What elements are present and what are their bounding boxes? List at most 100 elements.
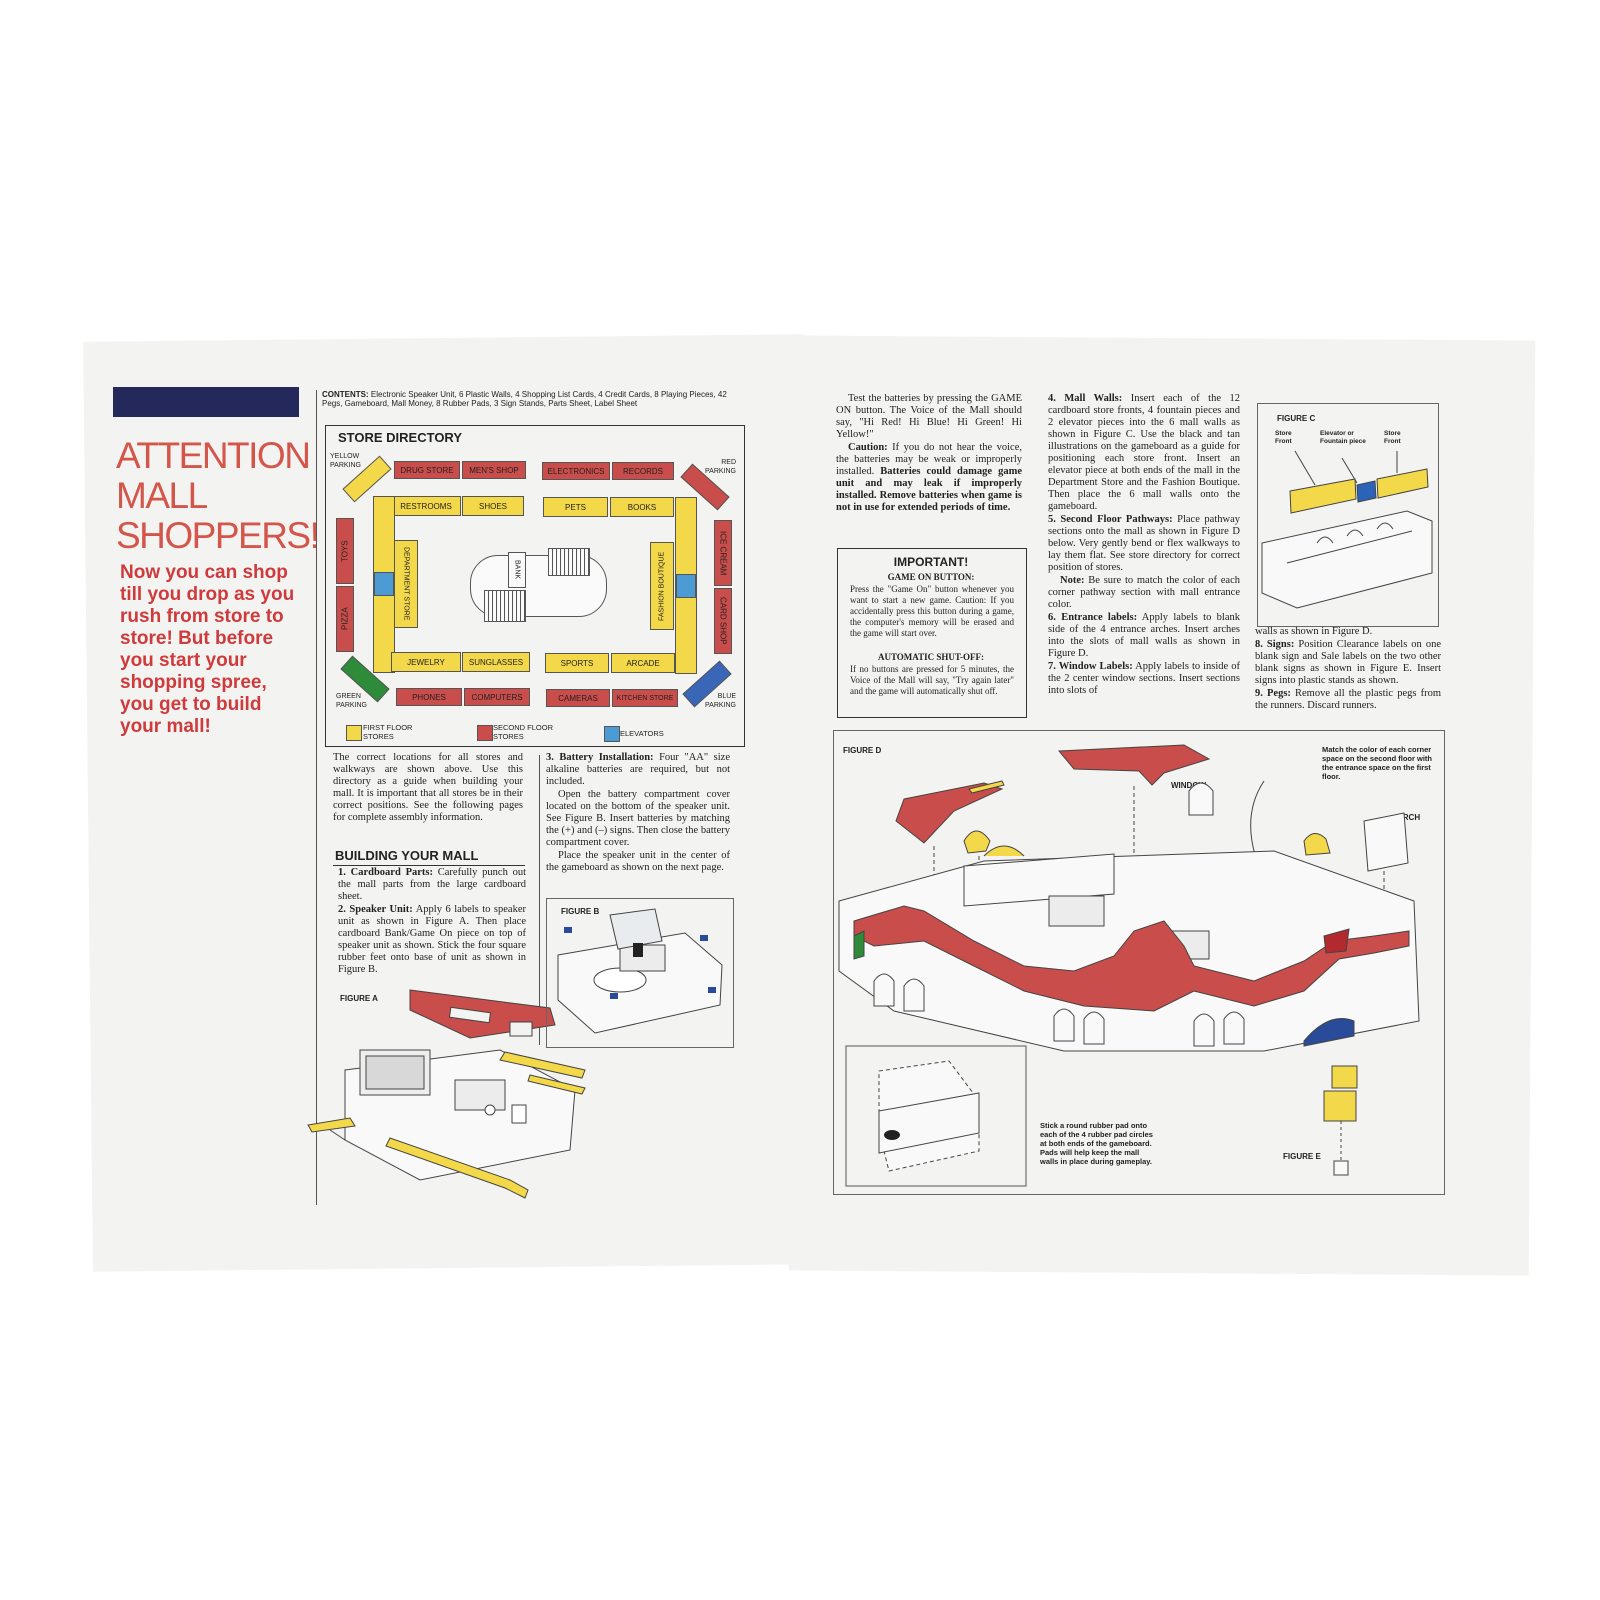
store-toys: TOYS: [336, 518, 354, 584]
step1-label: 1. Cardboard Parts:: [338, 867, 433, 878]
legend-elevators-swatch: [604, 726, 620, 742]
assembly-steps: 4. Mall Walls: Insert each of the 12 car…: [1048, 393, 1240, 698]
step8-label: 8. Signs:: [1255, 639, 1295, 650]
legend-first-swatch: [346, 725, 362, 741]
legend-elevators-label: ELEVATORS: [620, 729, 664, 738]
caution-label: Caution:: [848, 442, 888, 453]
store-records: RECORDS: [612, 462, 674, 480]
store-pizza: PIZZA: [336, 586, 354, 652]
step4-label: 4. Mall Walls:: [1048, 393, 1123, 404]
store-restrooms: RESTROOMS: [391, 496, 461, 516]
elevator-right: [676, 574, 696, 598]
walls-continued: walls as shown in Figure D.: [1255, 626, 1373, 637]
step3c-text: Place the speaker unit in the center of …: [546, 850, 730, 873]
step3b-text: Open the battery compartment cover locat…: [546, 789, 730, 848]
pad-note: Stick a round rubber pad onto each of th…: [1040, 1121, 1153, 1166]
battery-test-text: Test the batteries by pressing the GAME …: [836, 393, 1022, 515]
figure-c-store-front-left: Store Front: [1275, 430, 1292, 445]
escalator-left: [484, 590, 526, 622]
shutoff-text: If no buttons are pressed for 5 minutes,…: [850, 664, 1014, 696]
arch-label: ARCH: [1397, 813, 1421, 822]
directory-intro: The correct locations for all stores and…: [333, 752, 523, 823]
step2-label: 2. Speaker Unit:: [338, 904, 413, 915]
figure-a-illustration: [307, 989, 586, 1199]
store-directory: [325, 425, 745, 747]
store-sunglasses: SUNGLASSES: [462, 652, 530, 672]
step6-label: 6. Entrance labels:: [1048, 612, 1138, 623]
escalator-right: [548, 548, 590, 576]
contents-label: CONTENTS:: [322, 390, 369, 399]
store-pets: PETS: [543, 497, 608, 517]
shutoff-head: AUTOMATIC SHUT-OFF:: [877, 652, 985, 662]
step5-text: Place pathway sections onto the mall as …: [1048, 514, 1241, 573]
column-divider-left: [316, 390, 317, 1205]
game-on-text: Press the "Game On" button whenever you …: [850, 584, 1014, 638]
building-steps: 1. Cardboard Parts: Carefully punch out …: [338, 867, 526, 977]
building-underline: [333, 865, 525, 866]
store-card-shop: CARD SHOP: [714, 588, 732, 654]
contents-list: Electronic Speaker Unit, 6 Plastic Walls…: [322, 390, 727, 408]
store-kitchen: KITCHEN STORE: [612, 689, 678, 707]
step6-text: Apply labels to blank side of the 4 entr…: [1048, 612, 1240, 659]
step4-text: Insert each of the 12 cardboard store fr…: [1048, 393, 1240, 512]
store-arcade: ARCADE: [611, 653, 675, 673]
store-ice-cream: ICE CREAM: [714, 520, 732, 586]
note-label: Note:: [1060, 575, 1085, 586]
page-subtitle: Now you can shop till you drop as you ru…: [120, 562, 295, 737]
figure-c-elevator: Elevator or Fountain piece: [1320, 430, 1366, 445]
battery-instructions: 3. Battery Installation: Four "AA" size …: [546, 752, 730, 875]
yellow-parking-label: YELLOW PARKING: [330, 453, 361, 469]
legend-second-label: SECOND FLOOR STORES: [493, 723, 554, 741]
figure-c-store-front-right: Store Front: [1384, 430, 1401, 445]
figure-c-box: [1257, 403, 1439, 627]
store-fashion: FASHION BOUTIQUE: [650, 542, 674, 630]
store-electronics: ELECTRONICS: [542, 462, 610, 480]
figure-b-illustration: [557, 908, 723, 1034]
store-computers: COMPUTERS: [464, 688, 530, 706]
note-text: Be sure to match the color of each corne…: [1048, 575, 1240, 610]
building-title: BUILDING YOUR MALL: [335, 848, 479, 863]
store-cameras: CAMERAS: [546, 689, 610, 707]
contents-text: CONTENTS: Electronic Speaker Unit, 6 Pla…: [322, 390, 746, 408]
window-label: WINDOW: [1171, 781, 1207, 790]
step5-label: 5. Second Floor Pathways:: [1048, 514, 1173, 525]
figure-d-illustration: [838, 744, 1420, 1187]
final-steps: walls as shown in Figure D. 8. Signs: Po…: [1255, 626, 1441, 713]
store-books: BOOKS: [610, 497, 674, 517]
step3-text: Four "AA" size alkaline batteries are re…: [546, 752, 730, 787]
step2-text: Apply 6 labels to speaker unit as shown …: [338, 904, 526, 975]
store-sports: SPORTS: [545, 653, 609, 673]
game-on-head: GAME ON BUTTON:: [887, 572, 975, 582]
page-title: ATTENTION MALL SHOPPERS!: [116, 435, 320, 556]
figure-c-label: FIGURE C: [1277, 414, 1316, 423]
figure-b-box: [546, 898, 734, 1048]
step9-text: Remove all the plastic pegs from the run…: [1255, 688, 1441, 711]
store-shoes: SHOES: [462, 496, 524, 516]
store-department: DEPARTMENT STORE: [394, 540, 418, 628]
step9-label: 9. Pegs:: [1255, 688, 1291, 699]
test-text: Test the batteries by pressing the GAME …: [836, 393, 1022, 440]
figure-d-box: [833, 730, 1445, 1195]
important-box: [837, 548, 1027, 718]
store-phones: PHONES: [396, 688, 462, 706]
header-bar: [113, 387, 299, 417]
store-jewelry: JEWELRY: [391, 652, 461, 672]
important-title: IMPORTANT!: [893, 555, 969, 569]
step7-text: Apply labels to inside of the 2 center w…: [1048, 661, 1240, 696]
caution-bold: Batteries could damage game unit and may…: [836, 466, 1022, 513]
directory-title: STORE DIRECTORY: [338, 430, 463, 445]
step7-label: 7. Window Labels:: [1048, 661, 1133, 672]
store-drug-store: DRUG STORE: [394, 461, 460, 479]
step8-text: Position Clearance labels on one blank s…: [1255, 639, 1441, 686]
green-parking-label: GREEN PARKING: [336, 693, 367, 709]
red-parking-label: RED PARKING: [705, 459, 736, 475]
legend-first-label: FIRST FLOOR STORES: [363, 723, 413, 741]
figure-a-label: FIGURE A: [340, 994, 378, 1003]
figure-b-label: FIGURE B: [561, 907, 600, 916]
match-note: Match the color of each corner space on …: [1322, 745, 1433, 781]
column-divider-mid: [539, 755, 540, 1045]
legend-second-swatch: [477, 725, 493, 741]
blue-parking-label: BLUE PARKING: [705, 693, 736, 709]
bank: BANK: [508, 552, 526, 588]
figure-c-illustration: [1261, 450, 1433, 609]
